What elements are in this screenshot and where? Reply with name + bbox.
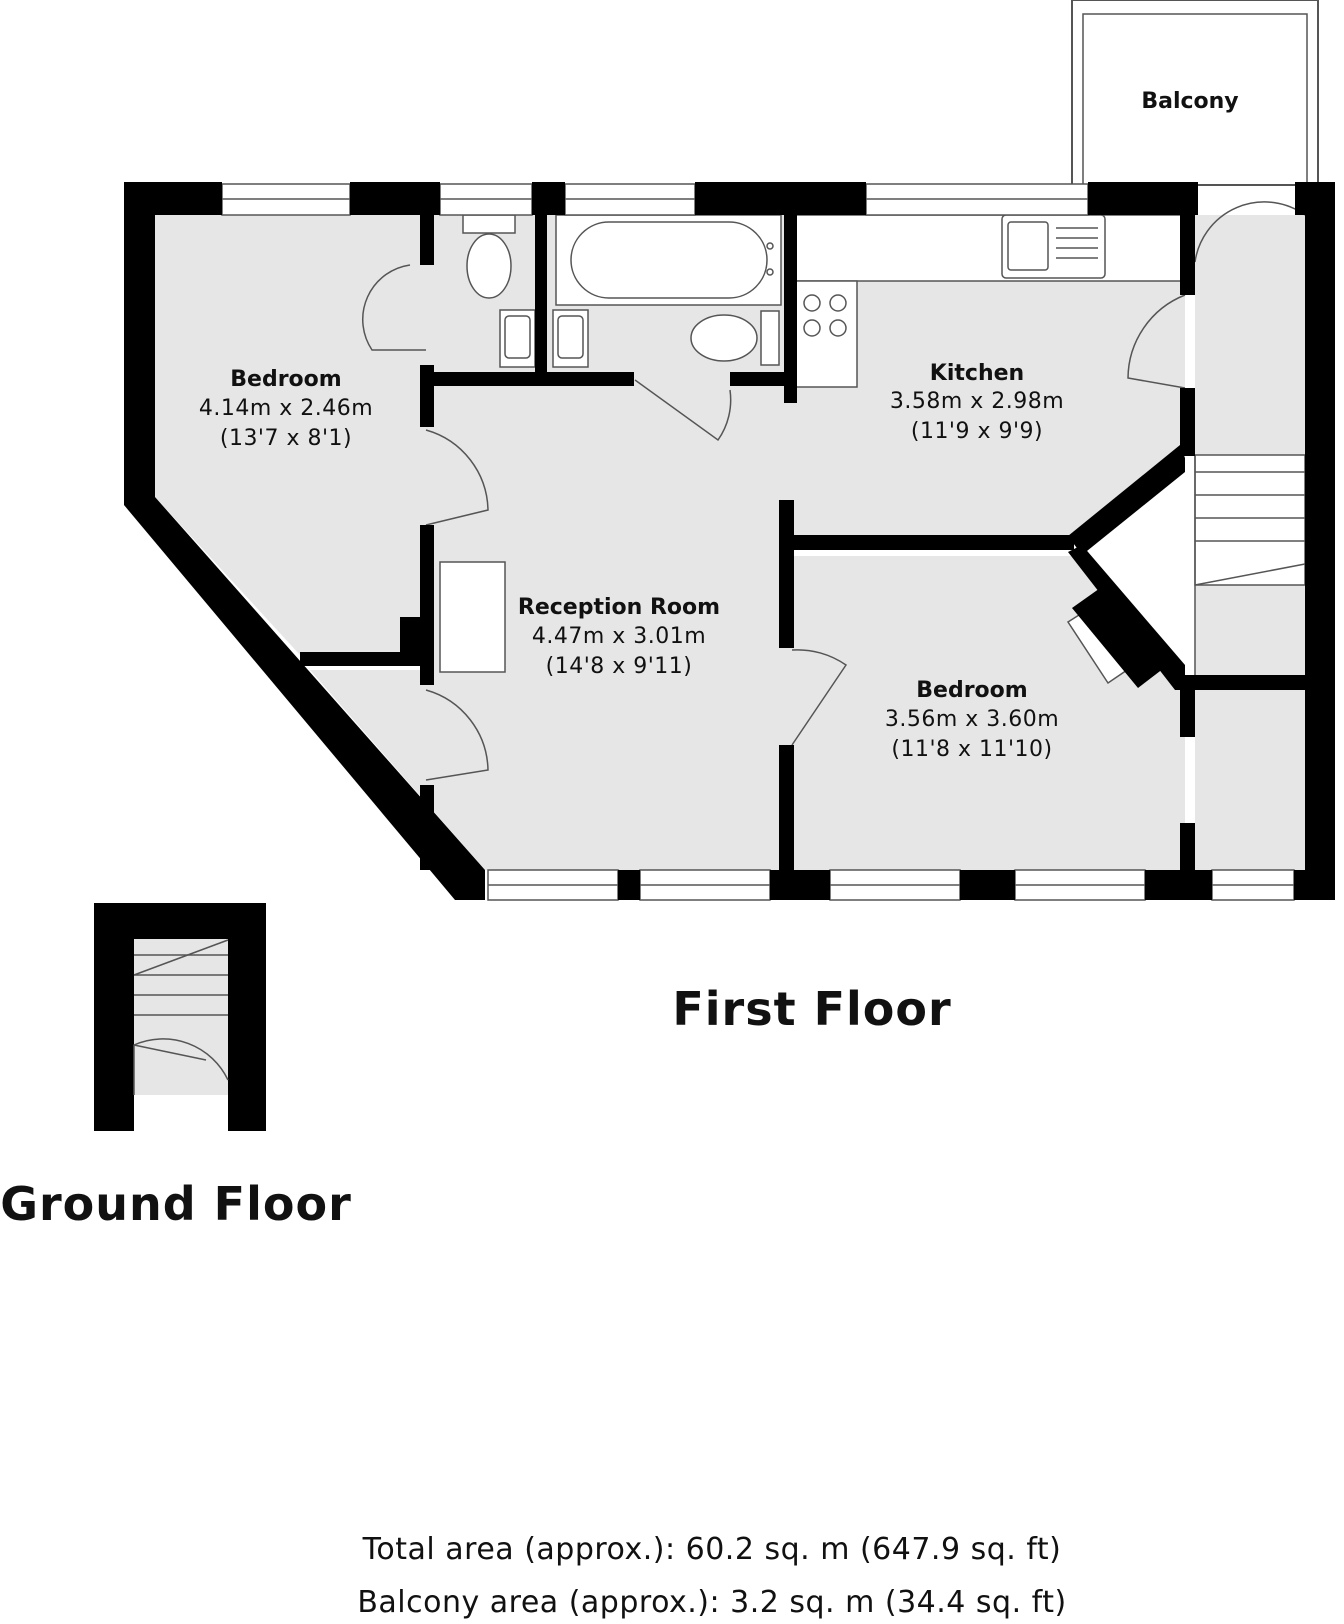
windows	[221, 183, 1295, 901]
reception-imperial: (14'8 x 9'11)	[546, 654, 693, 679]
bedroom-2-metric: 3.56m x 3.60m	[885, 707, 1059, 732]
room-labels: Balcony Bedroom 4.14m x 2.46m (13'7 x 8'…	[0, 89, 1238, 1620]
bedroom-1-name: Bedroom	[230, 367, 341, 392]
bedroom-1-metric: 4.14m x 2.46m	[199, 396, 373, 421]
reception-name: Reception Room	[518, 595, 720, 620]
total-area: Total area (approx.): 60.2 sq. m (647.9 …	[362, 1532, 1062, 1567]
bedroom-2-name: Bedroom	[916, 678, 1027, 703]
bedroom-2-imperial: (11'8 x 11'10)	[891, 737, 1052, 762]
reception-metric: 4.47m x 3.01m	[532, 624, 706, 649]
first-floor-title: First Floor	[672, 982, 951, 1036]
walls	[124, 182, 1335, 900]
balcony-area: Balcony area (approx.): 3.2 sq. m (34.4 …	[357, 1585, 1066, 1620]
kitchen-metric: 3.58m x 2.98m	[890, 389, 1064, 414]
kitchen-imperial: (11'9 x 9'9)	[911, 419, 1043, 444]
bedroom-1-imperial: (13'7 x 8'1)	[220, 426, 352, 451]
balcony-label: Balcony	[1141, 89, 1238, 114]
fixtures	[439, 214, 1306, 688]
floor-areas	[155, 215, 1305, 870]
ground-floor-title: Ground Floor	[0, 1177, 352, 1231]
doors	[362, 201, 1306, 781]
kitchen-name: Kitchen	[930, 361, 1024, 386]
ground-floor-plan	[94, 903, 266, 1131]
